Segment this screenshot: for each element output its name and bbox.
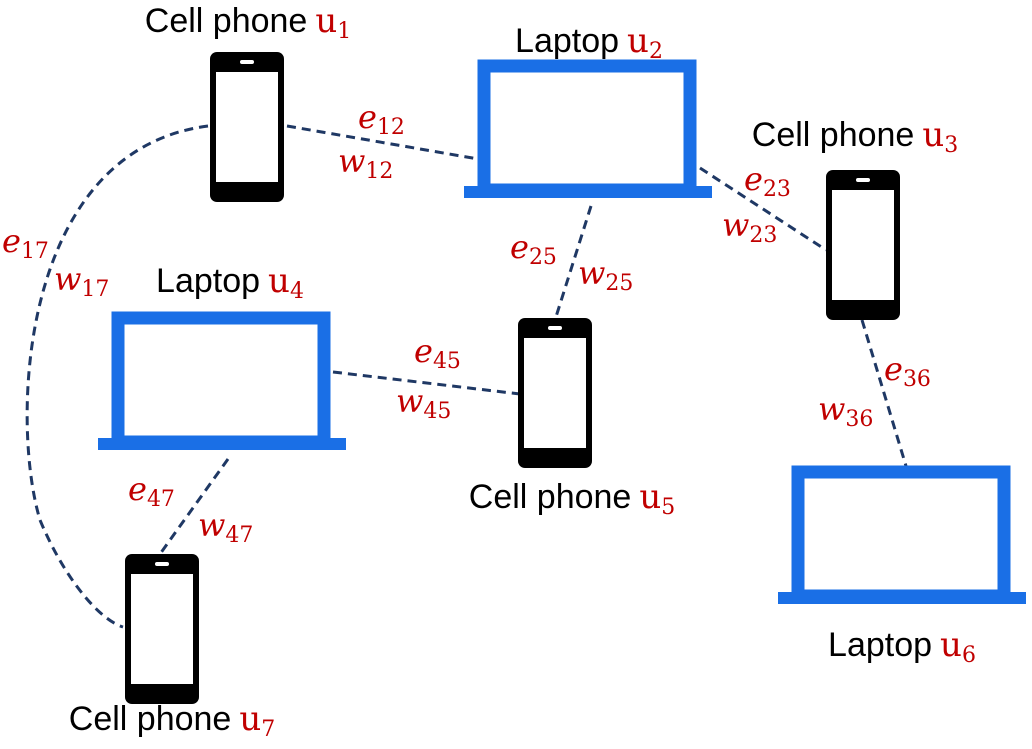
edge-label-e47: e47 [128,470,175,512]
weight-label-w47: w47 [198,506,253,548]
edge-label-e12: e12 [358,98,405,140]
laptop-icon [778,472,1026,604]
link-u3-u6 [860,319,908,467]
links [25,124,908,629]
weight-label-w23: w23 [722,206,777,248]
link-u1-u7 [25,124,209,629]
cell-phone-icon [125,554,199,704]
edge-label-e17: e17 [2,222,49,264]
link-u4-u7 [158,458,230,555]
link-u2-u5 [553,205,593,321]
weight-label-w45: w45 [396,382,451,424]
laptop-icon [464,66,712,198]
link-u4-u5 [332,370,521,396]
weight-label-w17: w17 [54,260,109,302]
cell-phone-icon [826,170,900,320]
edge-label-e25: e25 [510,228,557,270]
edge-label-e23: e23 [744,160,791,202]
edge-labels: e12 w12 e23 w23 e25 w25 e36 w36 e45 w45 … [2,98,931,548]
link-u2-u3 [699,166,827,252]
link-u1-u2 [286,124,485,162]
weight-label-w12: w12 [338,142,393,184]
cell-phone-icon [518,318,592,468]
edge-label-e45: e45 [414,332,461,374]
edge-label-e36: e36 [884,350,931,392]
laptop-icon [98,318,346,450]
weight-label-w25: w25 [578,254,633,296]
cell-phone-icon [210,52,284,202]
weight-label-w36: w36 [818,390,873,432]
